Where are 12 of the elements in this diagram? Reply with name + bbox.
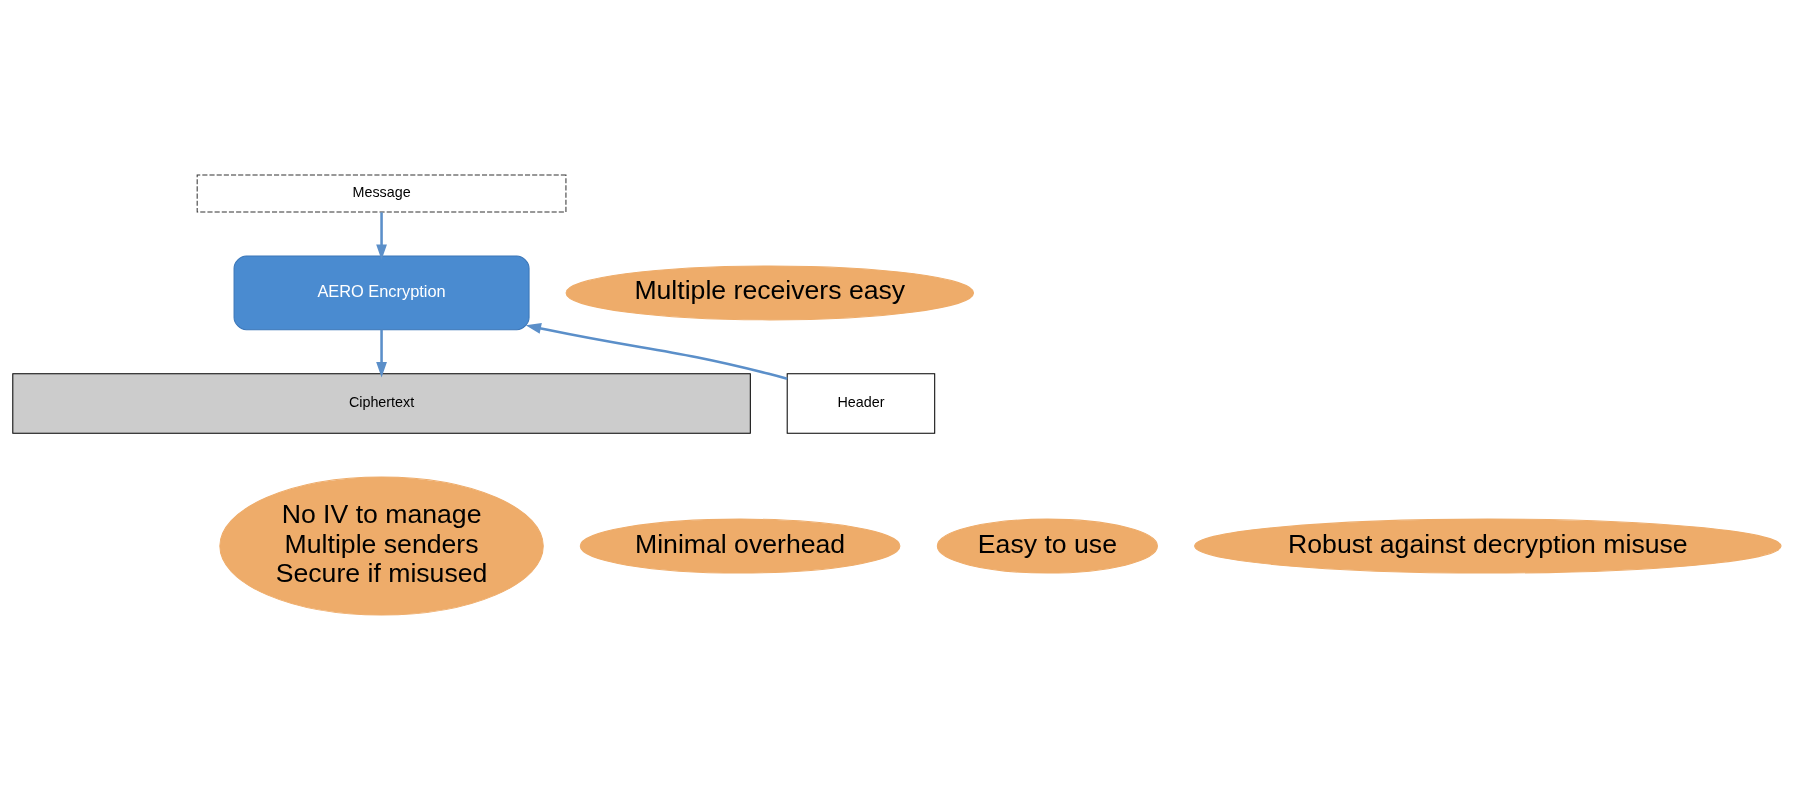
- node-ellipse: Multiple receivers easy: [565, 265, 975, 321]
- node-box: AERO Encryption: [233, 255, 530, 331]
- node-ellipse: No IV to manage Multiple senders Secure if misused: [219, 476, 544, 616]
- arrow: [376, 212, 387, 260]
- arrow: [376, 329, 387, 378]
- node-box: Ciphertext: [12, 373, 751, 434]
- node-ellipse: Minimal overhead: [579, 518, 901, 574]
- node-box: Header: [786, 373, 936, 434]
- node-ellipse: Robust against decryption misuse: [1194, 518, 1782, 574]
- node-box: Message: [196, 174, 567, 213]
- node-ellipse: Easy to use: [936, 518, 1158, 574]
- arrow: [525, 323, 788, 381]
